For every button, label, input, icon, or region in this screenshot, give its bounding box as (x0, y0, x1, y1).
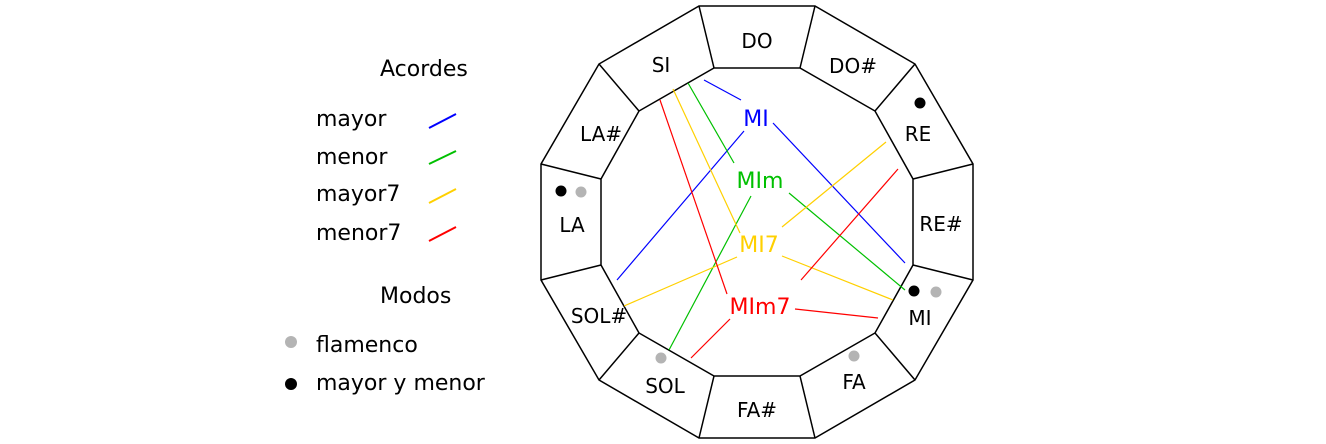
note-labels: DO DO# RE RE# MI FA FA# SOL SOL# LA LA# … (559, 29, 962, 422)
wheel-divider (698, 5, 715, 69)
mode-dot-mayor-menor-re (914, 97, 926, 109)
wheel-divider (874, 332, 916, 381)
chord-line-mim7 (794, 308, 879, 319)
legend-dot-flamenco (285, 336, 297, 348)
legend-label-mayor-y-menor: mayor y menor (316, 371, 486, 396)
note-re-sharp: RE# (919, 212, 962, 236)
wheel-divider (698, 375, 715, 439)
chord-label-mi7: MI7 (739, 233, 778, 258)
legend-label-flamenco: flamenco (316, 333, 418, 358)
legend-dot-mayor-y-menor (285, 378, 297, 390)
mode-dot-flamenco-sol (655, 352, 667, 364)
note-la-sharp: LA# (580, 122, 622, 146)
mode-dot-flamenco-mi (930, 286, 942, 298)
mode-dot-mayor-menor-mi (908, 285, 920, 297)
wheel-divider (540, 163, 602, 180)
chord-line-mim7 (659, 99, 728, 295)
legend: Acordes mayor menor mayor7 menor7 Modos … (285, 57, 486, 396)
chord-line-mim7 (800, 168, 899, 281)
chord-lines (616, 79, 906, 359)
wheel-divider (912, 163, 974, 180)
wheel-divider (912, 264, 974, 281)
note-fa-sharp: FA# (737, 398, 777, 422)
legend-label-menor: menor (316, 145, 388, 170)
mode-dot-mayor-menor-la (555, 185, 567, 197)
legend-title-modos: Modos (380, 284, 451, 309)
chord-line-mi (703, 79, 742, 101)
legend-swatch-mayor (428, 113, 457, 129)
note-sol-sharp: SOL# (571, 304, 627, 328)
note-la: LA (559, 213, 585, 237)
chord-line-mi (616, 130, 745, 281)
legend-swatch-menor (428, 150, 457, 165)
legend-label-mayor7: mayor7 (316, 182, 400, 207)
note-do-sharp: DO# (829, 54, 877, 78)
note-sol: SOL (645, 374, 685, 398)
note-re: RE (905, 122, 932, 146)
note-mi: MI (908, 306, 931, 330)
wheel-divider (799, 5, 816, 69)
chord-label-mi: MI (743, 107, 768, 132)
legend-title-acordes: Acordes (380, 57, 468, 82)
chord-label-mim7: MIm7 (730, 295, 791, 320)
chord-line-mim (788, 192, 906, 291)
wheel-divider (540, 264, 602, 281)
wheel-divider (598, 332, 640, 381)
wheel-divider (874, 63, 916, 112)
mode-markers (555, 97, 942, 364)
chord-line-mim (668, 195, 752, 351)
wheel-divider (799, 375, 816, 439)
chord-line-mim (687, 82, 735, 164)
chord-line-mim7 (690, 318, 731, 359)
legend-label-mayor: mayor (316, 107, 387, 132)
mode-dot-flamenco-la (575, 186, 587, 198)
mode-dot-flamenco-fa (848, 350, 860, 362)
note-wheel (540, 5, 974, 439)
chord-line-mi (772, 122, 906, 264)
note-si: SI (652, 53, 671, 77)
chord-line-mi7 (672, 88, 741, 234)
chord-labels: MI MIm MI7 MIm7 (730, 107, 791, 320)
legend-label-menor7: menor7 (316, 221, 401, 246)
wheel-divider (598, 63, 640, 112)
note-do: DO (741, 29, 772, 53)
chord-line-mi7 (623, 256, 738, 307)
chord-line-mi7 (781, 255, 894, 301)
note-fa: FA (842, 370, 866, 394)
outer-dodecagon (540, 5, 974, 439)
chord-line-mi7 (781, 141, 887, 228)
legend-swatch-mayor7 (428, 188, 457, 204)
chord-label-mim: MIm (737, 169, 784, 194)
legend-swatch-menor7 (428, 226, 457, 242)
